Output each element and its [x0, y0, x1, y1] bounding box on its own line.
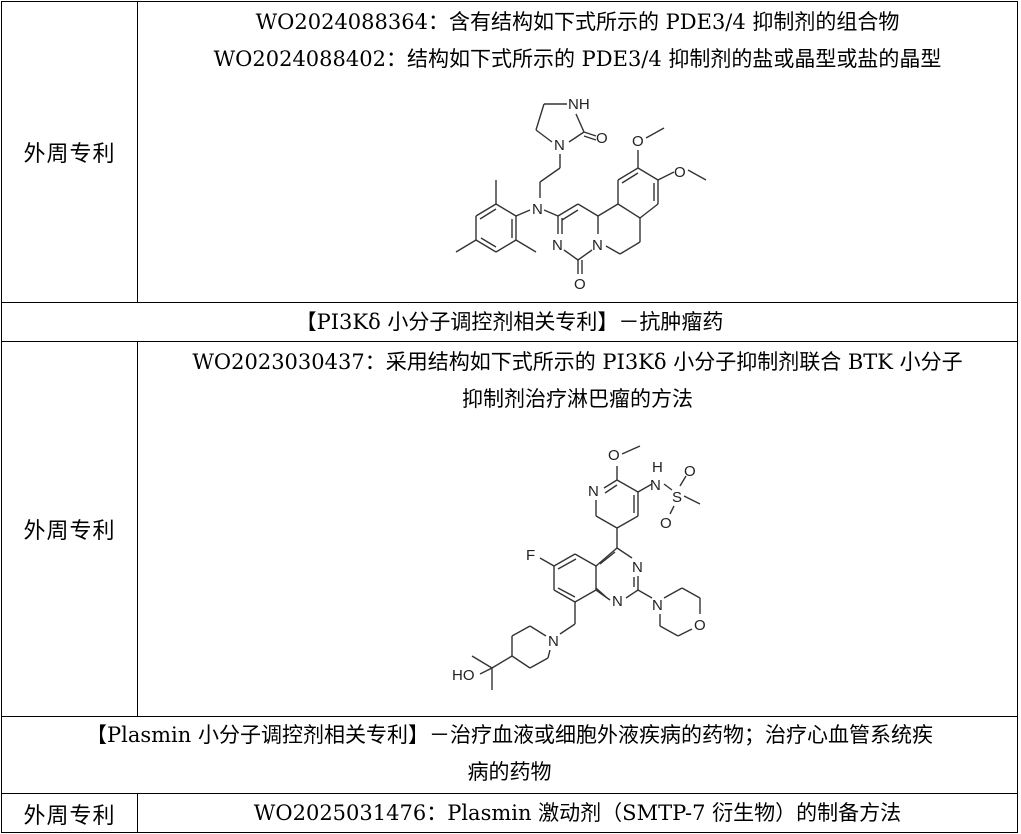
svg-text:S: S: [672, 489, 682, 506]
svg-text:N: N: [548, 633, 559, 650]
patent-title-line: WO2024088364：含有结构如下式所示的 PDE3/4 抑制剂的组合物: [255, 10, 900, 34]
svg-text:N: N: [554, 137, 565, 154]
section-title: 【Plasmin 小分子调控剂相关专利】－治疗血液或细胞外液疾病的药物；治疗心血…: [2, 717, 1017, 793]
svg-text:N: N: [650, 477, 661, 494]
svg-text:O: O: [694, 617, 706, 634]
svg-text:O: O: [574, 276, 586, 293]
svg-text:F: F: [526, 547, 535, 564]
row-label: 外周专利: [2, 2, 138, 302]
svg-text:N: N: [632, 559, 643, 576]
patent-title-line: 抑制剂治疗淋巴瘤的方法: [462, 387, 693, 411]
svg-text:N: N: [592, 237, 603, 254]
svg-text:O: O: [608, 447, 620, 464]
table-row-plasmin: 外周专利 WO2025031476：Plasmin 激动剂（SMTP-7 衍生物…: [2, 794, 1017, 833]
patent-title-line: WO2024088402：结构如下式所示的 PDE3/4 抑制剂的盐或晶型或盐的…: [213, 47, 942, 71]
table-row-pde34: 外周专利 WO2024088364：含有结构如下式所示的 PDE3/4 抑制剂的…: [2, 2, 1017, 303]
section-title-line: 【Plasmin 小分子调控剂相关专利】－治疗血液或细胞外液疾病的药物；治疗心血…: [86, 723, 933, 747]
pi3k-structure-image: O N H N S O O: [452, 445, 706, 690]
section-header-pi3k: 【PI3Kδ 小分子调控剂相关专利】－抗肿瘤药: [2, 303, 1017, 342]
svg-text:O: O: [660, 515, 672, 532]
row-content: WO2024088364：含有结构如下式所示的 PDE3/4 抑制剂的组合物 W…: [138, 2, 1017, 302]
svg-text:N: N: [612, 593, 623, 610]
row-label: 外周专利: [2, 794, 138, 833]
svg-text:O: O: [684, 463, 696, 480]
svg-text:H: H: [652, 459, 663, 476]
section-title-line: 病的药物: [467, 760, 552, 784]
svg-text:N: N: [532, 201, 543, 218]
section-header-plasmin: 【Plasmin 小分子调控剂相关专利】－治疗血液或细胞外液疾病的药物；治疗心血…: [2, 717, 1017, 794]
svg-text:N: N: [588, 483, 599, 500]
svg-text:N: N: [552, 237, 563, 254]
svg-text:NH: NH: [568, 96, 590, 113]
svg-text:N: N: [652, 597, 663, 614]
pde34-structure-image: NH O N N: [455, 96, 707, 293]
svg-text:O: O: [674, 164, 686, 181]
patent-title-line: WO2025031476：Plasmin 激动剂（SMTP-7 衍生物）的制备方…: [253, 801, 902, 825]
svg-text:HO: HO: [452, 667, 475, 684]
table-row-pi3k: 外周专利 WO2023030437：采用结构如下式所示的 PI3Kδ 小分子抑制…: [2, 342, 1017, 717]
section-title: 【PI3Kδ 小分子调控剂相关专利】－抗肿瘤药: [295, 310, 724, 334]
row-content: WO2023030437：采用结构如下式所示的 PI3Kδ 小分子抑制剂联合 B…: [138, 342, 1017, 716]
svg-text:O: O: [632, 133, 644, 150]
svg-text:O: O: [596, 130, 608, 147]
row-label: 外周专利: [2, 342, 138, 716]
patent-title-line: WO2023030437：采用结构如下式所示的 PI3Kδ 小分子抑制剂联合 B…: [192, 350, 963, 374]
row-content: WO2025031476：Plasmin 激动剂（SMTP-7 衍生物）的制备方…: [138, 794, 1017, 833]
